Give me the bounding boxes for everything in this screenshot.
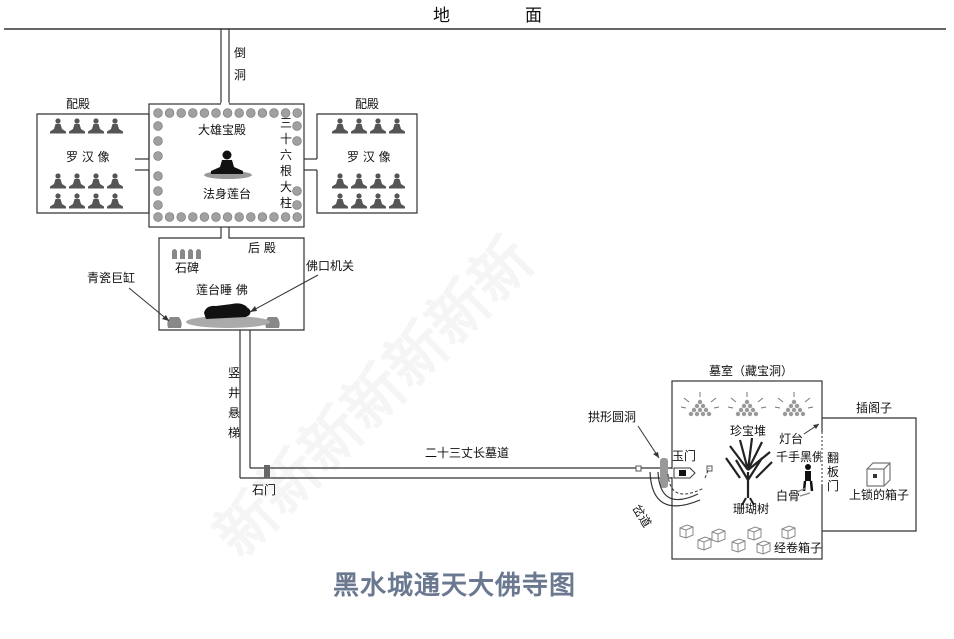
pillar	[153, 186, 163, 196]
arch-cave-label: 拱形圆洞	[588, 410, 636, 424]
mechanism-arrow	[249, 274, 319, 313]
side-room-label: 插阁子	[856, 401, 892, 415]
pillars-label: 三十六根大柱	[280, 116, 292, 210]
shaft-and-passage	[239, 330, 672, 479]
side-path-label: 岔道	[629, 502, 654, 530]
pillar	[153, 171, 163, 181]
jar-icon	[167, 317, 280, 328]
tomb-chamber	[635, 380, 823, 560]
treasure-pile-label: 珍宝堆	[730, 424, 766, 438]
black-buddha-label: 千手黑佛	[776, 450, 824, 464]
pillar	[234, 212, 244, 222]
ground-label-left: 地	[433, 6, 450, 26]
sutra-boxes-label: 经卷箱子	[774, 540, 822, 555]
sleeping-buddha-icon	[186, 303, 270, 328]
pillar	[222, 212, 233, 222]
pillar	[257, 212, 268, 222]
jade-gate-icon	[635, 458, 713, 488]
main-hall	[148, 102, 305, 228]
pillar	[153, 151, 163, 161]
mechanism-label: 佛口机关	[306, 259, 354, 273]
pillar	[292, 212, 302, 222]
pillar	[199, 212, 210, 222]
lotus-platform-label: 法身莲台	[203, 186, 251, 201]
inverted-cave	[220, 29, 230, 104]
pillar	[188, 108, 198, 118]
tomb-passage-label: 二十三丈长墓道	[425, 446, 509, 460]
pillar-ring	[153, 108, 302, 222]
pillar	[188, 212, 198, 222]
jars-label: 青瓷巨缸	[87, 270, 135, 285]
stone-gate-label: 石门	[252, 482, 276, 497]
pillar	[211, 108, 221, 118]
bones-label: 白骨	[776, 488, 800, 503]
ground-label-right: 面	[525, 6, 542, 26]
pillar	[280, 212, 291, 222]
pillar	[153, 212, 163, 222]
map-title: 黑水城通天大佛寺图	[333, 571, 576, 601]
flip-door-label: 翻板门	[827, 451, 839, 493]
side-room	[820, 417, 917, 532]
pillar	[292, 200, 302, 210]
pillar	[222, 108, 233, 118]
pillar	[246, 212, 256, 222]
side-path	[649, 467, 710, 507]
pillar	[153, 200, 163, 210]
pillar	[153, 108, 163, 118]
pillar	[234, 108, 244, 118]
pillar	[199, 108, 210, 118]
pillar	[280, 108, 291, 118]
side-hall-right-label: 配殿	[355, 97, 379, 111]
pillar	[292, 121, 302, 131]
black-buddha-icon	[802, 464, 814, 492]
lamp-stand-label: 灯台	[779, 431, 803, 446]
pillar	[269, 108, 279, 118]
jars-arrow	[128, 287, 170, 322]
pillar	[257, 108, 268, 118]
locked-box-icon	[866, 462, 891, 487]
pillar	[211, 212, 221, 222]
back-hall-label: 后 殿	[248, 241, 276, 255]
inverted-cave-label: 倒洞	[234, 46, 246, 82]
pillar	[153, 121, 163, 131]
arch-cave-arrow	[637, 425, 660, 459]
locked-box-label: 上锁的箱子	[849, 487, 909, 502]
stone-gate-icon	[264, 465, 270, 478]
bones-icon	[796, 487, 811, 497]
pillar	[292, 108, 302, 118]
back-hall	[158, 227, 305, 331]
coral-tree-icon	[725, 437, 773, 506]
stele-label: 石碑	[175, 260, 199, 275]
pillar	[176, 212, 186, 222]
side-hall-left-label: 配殿	[66, 97, 90, 111]
side-hall-right	[304, 113, 418, 214]
arhat-left-label: 罗 汉 像	[66, 150, 110, 164]
pillar	[292, 186, 302, 196]
sleeping-buddha-label: 莲台睡 佛	[196, 282, 248, 297]
stele-icon	[172, 249, 201, 259]
pillar	[292, 136, 302, 146]
treasure-pile-icon	[680, 391, 814, 417]
coral-tree-label: 珊瑚树	[733, 501, 769, 516]
pillar	[164, 212, 175, 222]
watermark: 新新新新新新新	[201, 224, 547, 570]
pillar	[164, 108, 175, 118]
pillar	[269, 212, 279, 222]
jade-gate-label: 玉门	[672, 448, 696, 463]
pillar	[246, 108, 256, 118]
arhat-right-label: 罗 汉 像	[347, 150, 391, 164]
pillar	[176, 108, 186, 118]
main-hall-label: 大雄宝殿	[198, 122, 246, 137]
pillar	[153, 136, 163, 146]
shaft-ladder-label: 竖井悬梯	[228, 366, 240, 440]
tomb-chamber-label: 墓室（藏宝洞）	[709, 363, 793, 378]
dharma-buddha	[204, 150, 252, 179]
lamp-stand-arrow	[803, 423, 820, 435]
